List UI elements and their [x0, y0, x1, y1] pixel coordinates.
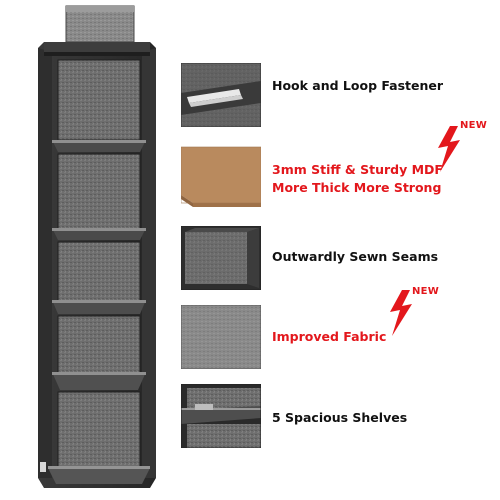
shelf-compartment — [52, 59, 146, 152]
shelf-compartment — [52, 153, 146, 240]
hanging-organizer — [38, 5, 156, 488]
shelves — [48, 59, 150, 484]
new-badge: NEW — [434, 120, 500, 180]
feature-label-improved-fabric: Improved Fabric — [272, 329, 387, 344]
shelf-compartment — [52, 315, 146, 390]
lightning-bolt-icon — [438, 126, 460, 172]
hanging-strap — [65, 5, 135, 43]
feature-label-sewn-seams: Outwardly Sewn Seams — [272, 249, 439, 264]
feature-label-mdf-line2: More Thick More Strong — [272, 180, 442, 195]
fabric-texture-photo — [181, 305, 261, 369]
label-tag — [40, 462, 46, 472]
mdf-board-photo — [181, 145, 261, 209]
feature-label-mdf-line1: 3mm Stiff & Sturdy MDF — [272, 162, 443, 177]
lightning-bolt-icon — [390, 290, 412, 336]
sewn-seams-photo — [181, 226, 261, 290]
feature-label-shelves: 5 Spacious Shelves — [272, 410, 408, 425]
new-badge: NEW — [386, 284, 456, 344]
shelf-closeup-photo — [181, 384, 261, 448]
shelf-compartment — [52, 241, 146, 314]
shelf-compartment — [48, 391, 150, 484]
feature-label-hook-loop: Hook and Loop Fastener — [272, 78, 444, 93]
hook-loop-fastener-photo — [181, 63, 261, 127]
new-badge-text: NEW — [412, 286, 440, 297]
new-badge-text: NEW — [460, 120, 488, 131]
